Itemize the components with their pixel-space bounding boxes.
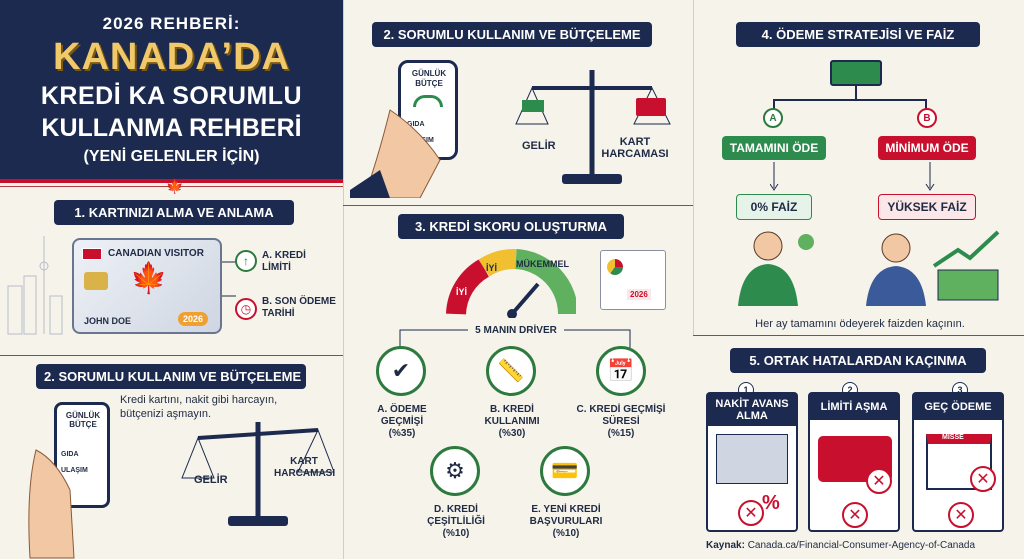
stressed-person-illustration [866,230,1000,306]
phone-item-transport: ULAŞIM [61,467,88,474]
phone-item-food: GIDA [407,121,425,128]
driver-label-b: B. KREDİ KULLANIMI(%30) [484,404,540,439]
divider [0,355,343,356]
x-icon: ✕ [866,468,892,494]
credit-limit-label: A. KREDİ LİMİTİ [262,250,306,273]
x-icon: ✕ [738,500,764,526]
source-line: Kaynak: Canada.ca/Financial-Consumer-Age… [706,540,975,551]
driver-label-d: D. KREDİ ÇEŞİTLİLİĞİ(%10) [427,504,485,539]
section1-title: 1. KARTINIZI ALMA VE ANLAMA [54,200,294,225]
title-main: KANADA’DA [53,36,290,78]
zero-interest-result: 0% FAİZ [736,194,812,220]
new-card-icon: 💳 [540,446,590,496]
gauge-icon [413,95,443,107]
title-line-3: KULLANMA REHBERİ [41,114,302,142]
network-icon: ⚙ [430,446,480,496]
x-icon: ✕ [842,502,868,528]
x-icon: ✕ [948,502,974,528]
pay-minimum-option: MİNİMUM ÖDE [878,136,976,160]
arrows-down [770,162,935,191]
chip-icon [84,272,108,290]
divider [343,0,344,559]
scale-income-label: GELİR [522,140,556,152]
checkmark-icon: ✔ [376,346,426,396]
pay-full-option: TAMAMINI ÖDE [722,136,826,160]
document-year: 2026 [627,289,651,300]
budget-advice-text: Kredi kartını, nakit gibi harcayın, bütç… [120,394,278,420]
drivers-title: 5 MANIN DRİVER [468,325,564,337]
strategy-note: Her ay tamamını ödeyerek faizden kaçının… [755,318,965,330]
pie-chart-icon [607,259,623,275]
scale-spending-label: KART HARCAMASI [601,136,669,160]
clock-icon: ◷ [235,298,257,320]
scale-income-label: GELİR [194,474,228,486]
source-value: Canada.ca/Financial-Consumer-Agency-of-C… [747,540,976,551]
skyline-illustration [7,236,63,335]
credit-card: CANADIAN VISITOR 🍁 JOHN DOE 2026 [72,238,222,334]
divider [0,186,343,187]
title-line-2: KREDİ KA SORUMLU [40,82,303,110]
option-a-badge: A [763,108,783,128]
x-icon: ✕ [970,466,996,492]
driver-label-a: A. ÖDEME GEÇMİŞİ(%35) [377,404,427,439]
hand-illustration [28,449,75,559]
hand-illustration [350,109,441,198]
section2-left-title: 2. SORUMLU KULLANIM VE BÜTÇELEME [36,364,306,389]
credit-score-gauge [446,249,576,318]
mistake-card-cash-advance: NAKİT AVANS ALMA % ✕ [706,392,798,532]
divider [693,0,694,335]
gauge-mid-label: İYİ [486,263,498,273]
gauge-high-label: MÜKEMMEL [516,259,569,269]
mistake-label-late-payment: GEÇ ÖDEME [914,394,1002,420]
calendar-missed-label: MISSE [942,434,964,441]
title-year-line: 2026 REHBERİ: [102,14,241,33]
maple-leaf-icon: 🍁 [166,178,184,194]
branch-connector [773,86,927,124]
arrow-up-icon: ↑ [235,250,257,272]
credit-report-document: 2026 [600,250,666,310]
happy-person-illustration [738,231,814,306]
title-banner: 2026 REHBERİ: KANADA’DA KREDİ KA SORUMLU… [0,0,343,183]
mistake-label-over-limit: LİMİTİ AŞMA [810,394,898,420]
connector-lines [222,261,236,297]
phone-budget-title: GÜNLÜK BÜTÇE [65,411,101,429]
section2-top-title: 2. SORUMLU KULLANIM VE BÜTÇELEME [372,22,652,47]
driver-label-e: E. YENİ KREDİ BAŞVURULARI(%10) [529,504,603,539]
title-subtitle: (YENİ GELENLER İÇİN) [83,148,260,165]
canada-flag-icon [82,248,102,260]
atm-icon [716,434,788,484]
card-brand: CANADIAN VISITOR [108,248,204,259]
balance-scale-icon [515,70,671,184]
card-year-badge: 2026 [178,312,209,326]
due-date-label: B. SON ÖDEME TARİHİ [262,296,336,319]
ruler-icon: 📏 [486,346,536,396]
scale-spending-label: KART HARCAMASI [274,456,336,479]
driver-label-c: C. KREDİ GEÇMİŞİ SÜRESİ(%15) [576,404,666,439]
cash-icon [830,60,882,86]
maple-leaf-icon: 🍁 [130,262,168,295]
percent-sign: % [762,492,780,514]
card-holder: JOHN DOE [84,316,132,326]
section3-title: 3. KREDİ SKORU OLUŞTURMA [398,214,624,239]
section4-title: 4. ÖDEME STRATEJİSİ VE FAİZ [736,22,980,47]
phone-budget-title: GÜNLÜK BÜTÇE [411,69,447,88]
mistake-label-cash-advance: NAKİT AVANS ALMA [708,394,796,426]
phone-item-food: GIDA [61,451,79,458]
mistake-card-over-limit: LİMİTİ AŞMA ✕ ✕ [808,392,900,532]
mistake-card-late-payment: GEÇ ÖDEME MISSE ✕ ✕ [912,392,1004,532]
source-label: Kaynak: [706,540,745,551]
calendar-icon: 📅 [596,346,646,396]
high-interest-result: YÜKSEK FAİZ [878,194,976,220]
divider [343,205,693,206]
balance-scale-icon [181,422,335,526]
option-b-badge: B [917,108,937,128]
divider [693,335,1024,336]
section5-title: 5. ORTAK HATALARDAN KAÇINMA [730,348,986,373]
gauge-low-label: İYİ [456,287,468,297]
